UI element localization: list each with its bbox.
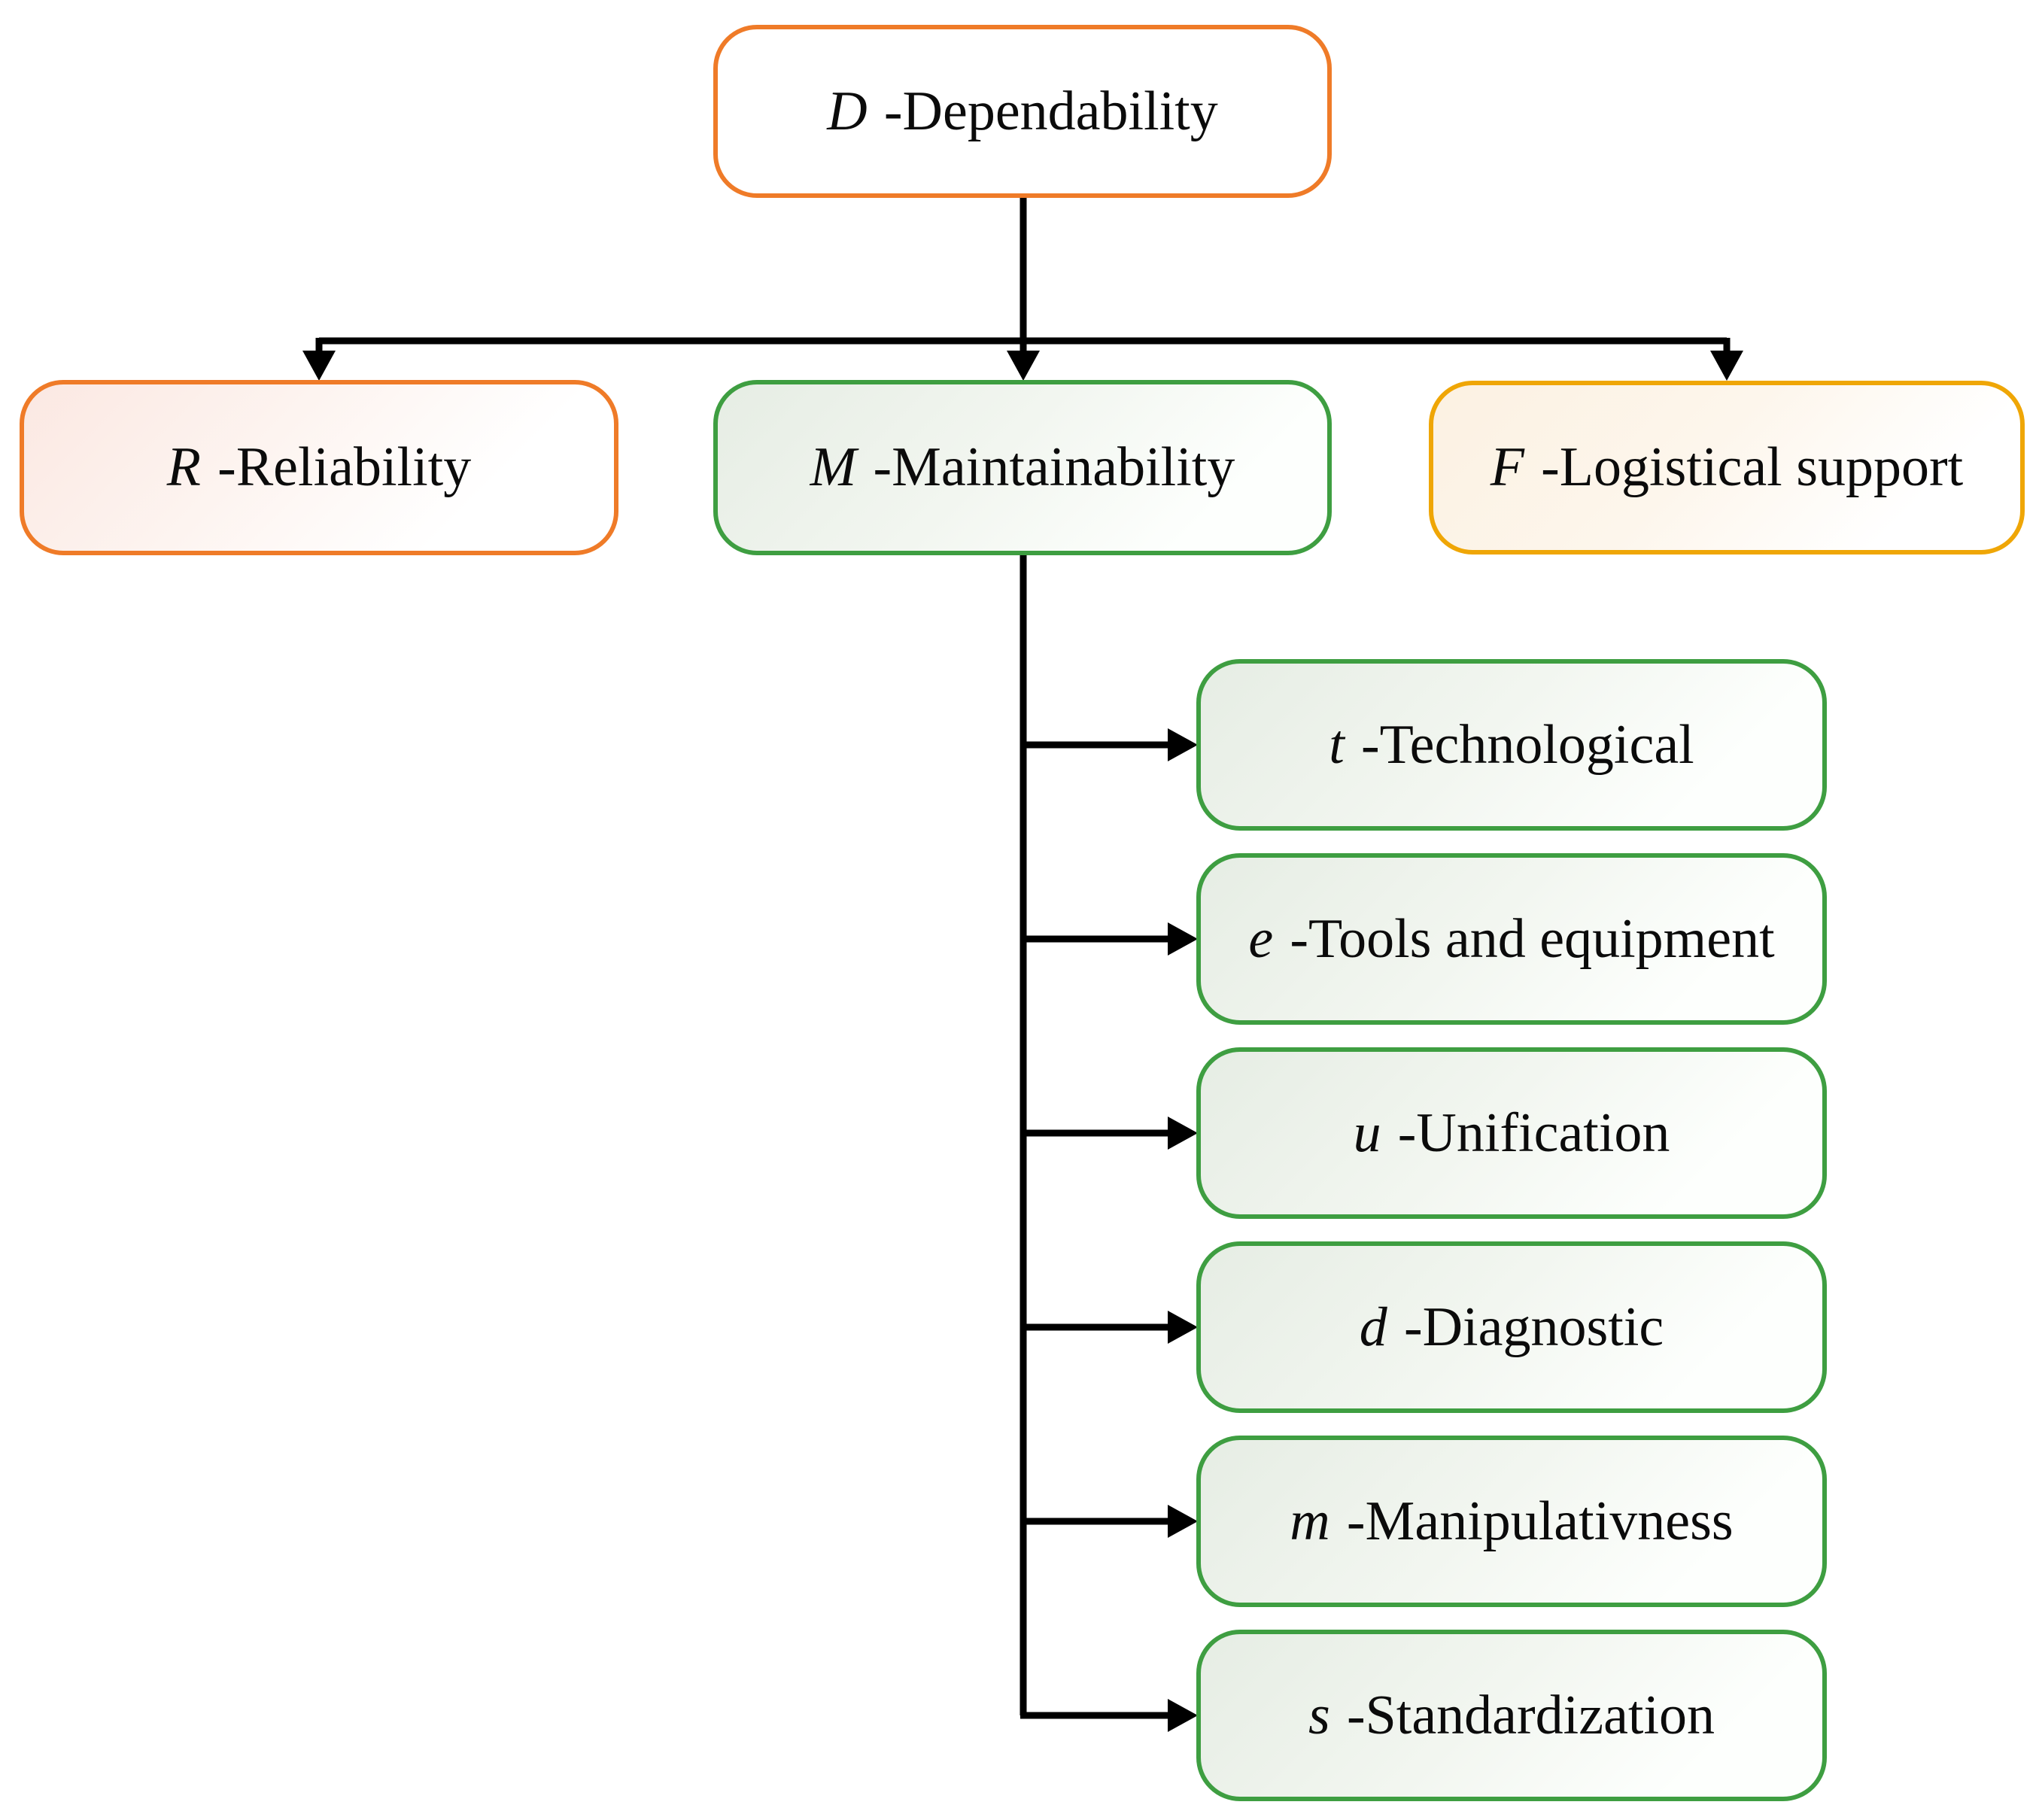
node-tools-and-equipment: e -Tools and equipment — [1196, 853, 1827, 1025]
node-maintainability-letter: M — [810, 436, 857, 498]
arrowhead-down-maintainability — [1007, 351, 1040, 381]
node-technological: t -Technological — [1196, 659, 1827, 831]
node-diagnostic-letter: d — [1359, 1296, 1387, 1358]
arrowhead-right-standardization — [1168, 1699, 1198, 1732]
node-reliability-label: -Reliability — [217, 436, 472, 498]
node-tools-and-equipment-label: -Tools and equipment — [1290, 907, 1775, 970]
node-diagnostic: d -Diagnostic — [1196, 1241, 1827, 1413]
node-dependability: D-Dependability — [713, 25, 1332, 198]
node-unification-letter: u — [1353, 1101, 1381, 1164]
node-logistical-support-label: -Logistical support — [1541, 436, 1964, 498]
arrowhead-right-technological — [1168, 728, 1198, 761]
arrowhead-right-unification — [1168, 1117, 1198, 1150]
node-manipulativness: m -Manipulativness — [1196, 1436, 1827, 1607]
node-logistical-support-letter: F — [1490, 436, 1524, 498]
node-maintainability-label: -Maintainability — [873, 436, 1235, 498]
node-dependability-label: -Dependability — [883, 80, 1218, 142]
arrowhead-down-logistical — [1710, 351, 1743, 381]
node-diagnostic-label: -Diagnostic — [1403, 1296, 1664, 1358]
node-maintainability: M -Maintainability — [713, 380, 1332, 555]
node-reliability-letter: R — [166, 436, 201, 498]
node-manipulativness-label: -Manipulativness — [1346, 1490, 1734, 1552]
node-manipulativness-letter: m — [1290, 1490, 1330, 1552]
node-technological-letter: t — [1329, 713, 1345, 776]
node-standardization: s -Standardization — [1196, 1630, 1827, 1801]
node-standardization-letter: s — [1308, 1684, 1330, 1746]
node-technological-label: -Technological — [1361, 713, 1694, 776]
node-unification-label: -Unification — [1397, 1101, 1670, 1164]
node-logistical-support: F -Logistical support — [1429, 381, 2025, 555]
node-dependability-letter: D — [827, 80, 868, 142]
node-tools-and-equipment-letter: e — [1248, 907, 1274, 970]
node-unification: u -Unification — [1196, 1047, 1827, 1219]
arrowhead-right-diagnostic — [1168, 1311, 1198, 1344]
arrowhead-right-manipulativness — [1168, 1505, 1198, 1538]
arrowhead-right-tools — [1168, 922, 1198, 956]
node-standardization-label: -Standardization — [1346, 1684, 1715, 1746]
node-reliability: R -Reliability — [20, 380, 618, 555]
arrowhead-down-reliability — [302, 351, 336, 381]
